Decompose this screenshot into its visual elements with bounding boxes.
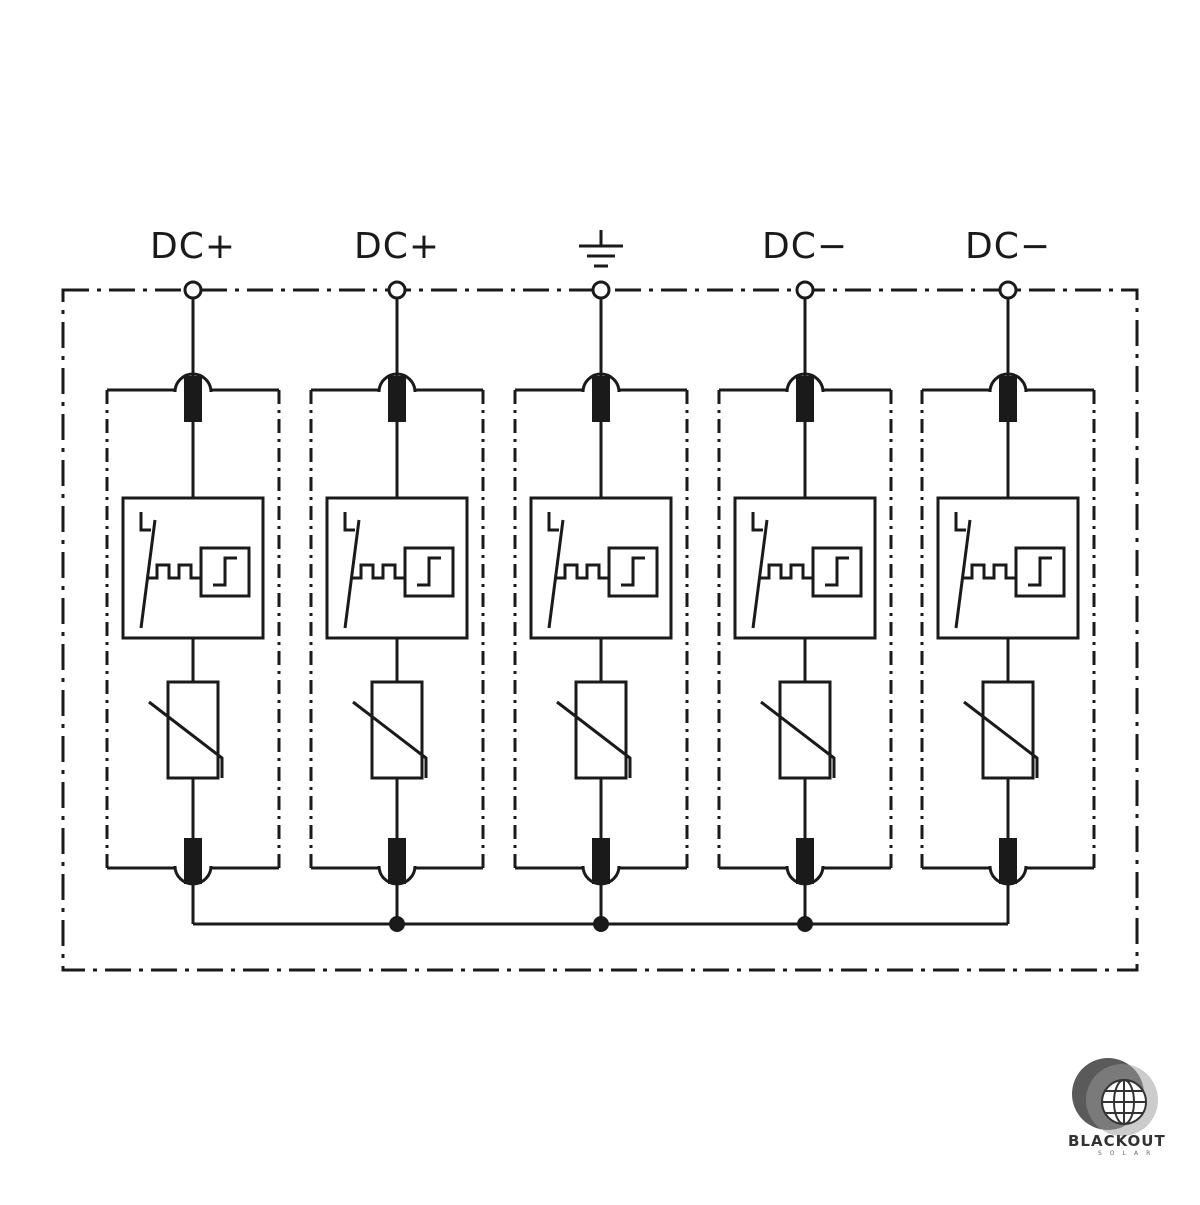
terminal-node — [591, 280, 611, 300]
logo-wordmark: BLACKOUT — [1068, 1132, 1166, 1150]
ground-icon — [579, 230, 623, 268]
brand-logo — [1072, 1058, 1158, 1136]
terminal-node — [795, 280, 815, 300]
logo-subtitle: SOLAR — [1098, 1150, 1159, 1157]
spd-module-1 — [105, 372, 281, 886]
terminal-label-1: DC+ — [149, 226, 237, 267]
junction-dot — [593, 916, 609, 932]
terminal-node — [998, 280, 1018, 300]
junction-dot — [797, 916, 813, 932]
junction-dot — [389, 916, 405, 932]
spd-module-2 — [309, 372, 485, 886]
terminal-label-4: DC− — [761, 226, 849, 267]
terminal-label-5: DC− — [964, 226, 1052, 267]
terminal-label-2: DC+ — [353, 226, 441, 267]
spd-module-3 — [513, 372, 689, 886]
spd-module-5 — [920, 372, 1096, 886]
spd-module-4 — [717, 372, 893, 886]
terminal-node — [183, 280, 203, 300]
terminal-node — [387, 280, 407, 300]
housing-outline — [61, 288, 1139, 972]
